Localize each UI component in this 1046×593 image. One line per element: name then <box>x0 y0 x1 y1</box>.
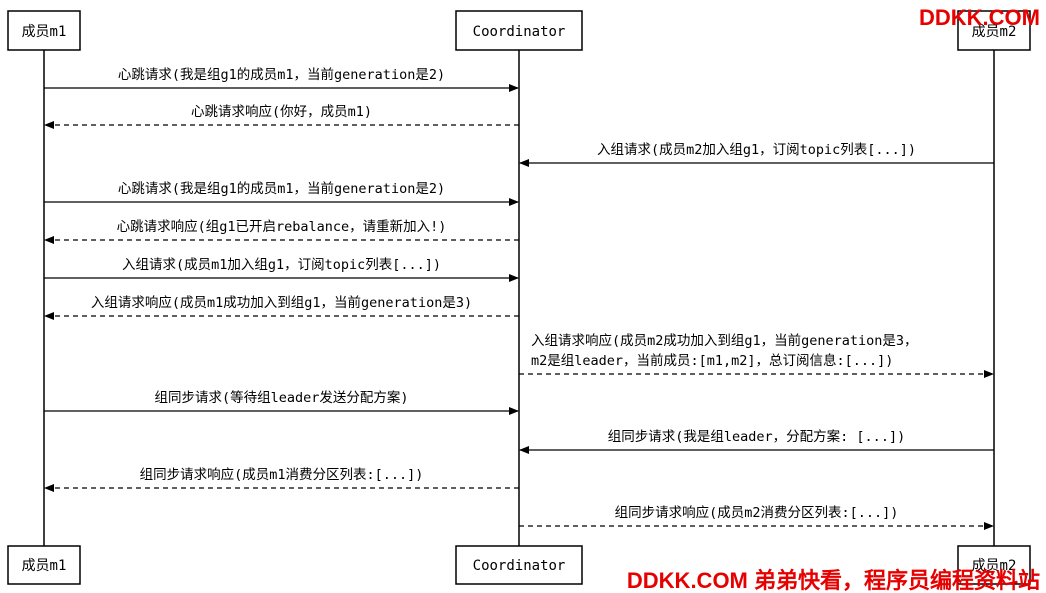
actor-top-coordinator[interactable]: Coordinator <box>455 10 583 51</box>
message-11: 组同步请求响应(成员m1消费分区列表:[...]) <box>44 466 519 492</box>
message-label: 心跳请求响应(组g1已开启rebalance，请重新加入!) <box>117 218 447 235</box>
message-6: 入组请求(成员m1加入组g1，订阅topic列表[...]) <box>44 257 519 282</box>
actor-label: Coordinator <box>473 558 566 574</box>
actor-bottom-m2[interactable]: 成员m2 <box>957 545 1031 585</box>
message-label: 入组请求响应(成员m1成功加入到组g1，当前generation是3) <box>91 294 472 311</box>
message-label: 组同步请求响应(成员m2消费分区列表:[...]) <box>615 504 899 521</box>
message-label: 入组请求响应(成员m2成功加入到组g1，当前generation是3， <box>531 332 918 349</box>
actor-label: 成员m2 <box>972 558 1017 574</box>
message-9: 组同步请求(等待组leader发送分配方案) <box>44 389 519 415</box>
message-3: 入组请求(成员m2加入组g1，订阅topic列表[...]) <box>519 142 994 167</box>
watermark-top: DDKK.COM <box>919 5 1040 30</box>
message-1: 心跳请求(我是组g1的成员m1，当前generation是2) <box>44 66 519 92</box>
message-8: 入组请求响应(成员m2成功加入到组g1，当前generation是3， m2是组l… <box>519 332 994 378</box>
actor-top-m1[interactable]: 成员m1 <box>7 10 81 51</box>
actor-bottom-coordinator[interactable]: Coordinator <box>455 545 583 585</box>
message-label: 入组请求(成员m2加入组g1，订阅topic列表[...]) <box>597 142 916 158</box>
lifelines <box>43 50 995 546</box>
message-4: 心跳请求(我是组g1的成员m1，当前generation是2) <box>44 180 519 206</box>
actor-bottom-m1[interactable]: 成员m1 <box>7 545 81 585</box>
actor-label: 成员m1 <box>22 558 67 574</box>
messages: 心跳请求(我是组g1的成员m1，当前generation是2) 心跳请求响应(你好… <box>44 66 994 530</box>
message-label: 入组请求(成员m1加入组g1，订阅topic列表[...]) <box>122 257 441 273</box>
message-label: 组同步请求响应(成员m1消费分区列表:[...]) <box>140 466 424 483</box>
message-10: 组同步请求(我是组leader，分配方案: [...]) <box>519 428 994 454</box>
message-label: 心跳请求(我是组g1的成员m1，当前generation是2) <box>118 66 445 83</box>
actor-top-m2[interactable]: 成员m2 <box>957 10 1031 51</box>
message-12: 组同步请求响应(成员m2消费分区列表:[...]) <box>519 504 994 530</box>
message-7: 入组请求响应(成员m1成功加入到组g1，当前generation是3) <box>44 294 519 320</box>
message-label: 心跳请求响应(你好，成员m1) <box>191 103 372 120</box>
actor-label: 成员m1 <box>22 24 67 40</box>
watermark-bottom: DDKK.COM 弟弟快看，程序员编程资料站 <box>627 568 1040 593</box>
message-label: m2是组leader，当前成员:[m1,m2]，总订阅信息:[...]) <box>531 352 893 369</box>
message-label: 组同步请求(等待组leader发送分配方案) <box>154 389 408 406</box>
message-2: 心跳请求响应(你好，成员m1) <box>44 103 519 129</box>
message-label: 心跳请求(我是组g1的成员m1，当前generation是2) <box>118 180 445 197</box>
actor-label: 成员m2 <box>972 24 1017 40</box>
actor-label: Coordinator <box>473 24 566 40</box>
message-5: 心跳请求响应(组g1已开启rebalance，请重新加入!) <box>44 218 519 244</box>
message-label: 组同步请求(我是组leader，分配方案: [...]) <box>608 428 905 445</box>
